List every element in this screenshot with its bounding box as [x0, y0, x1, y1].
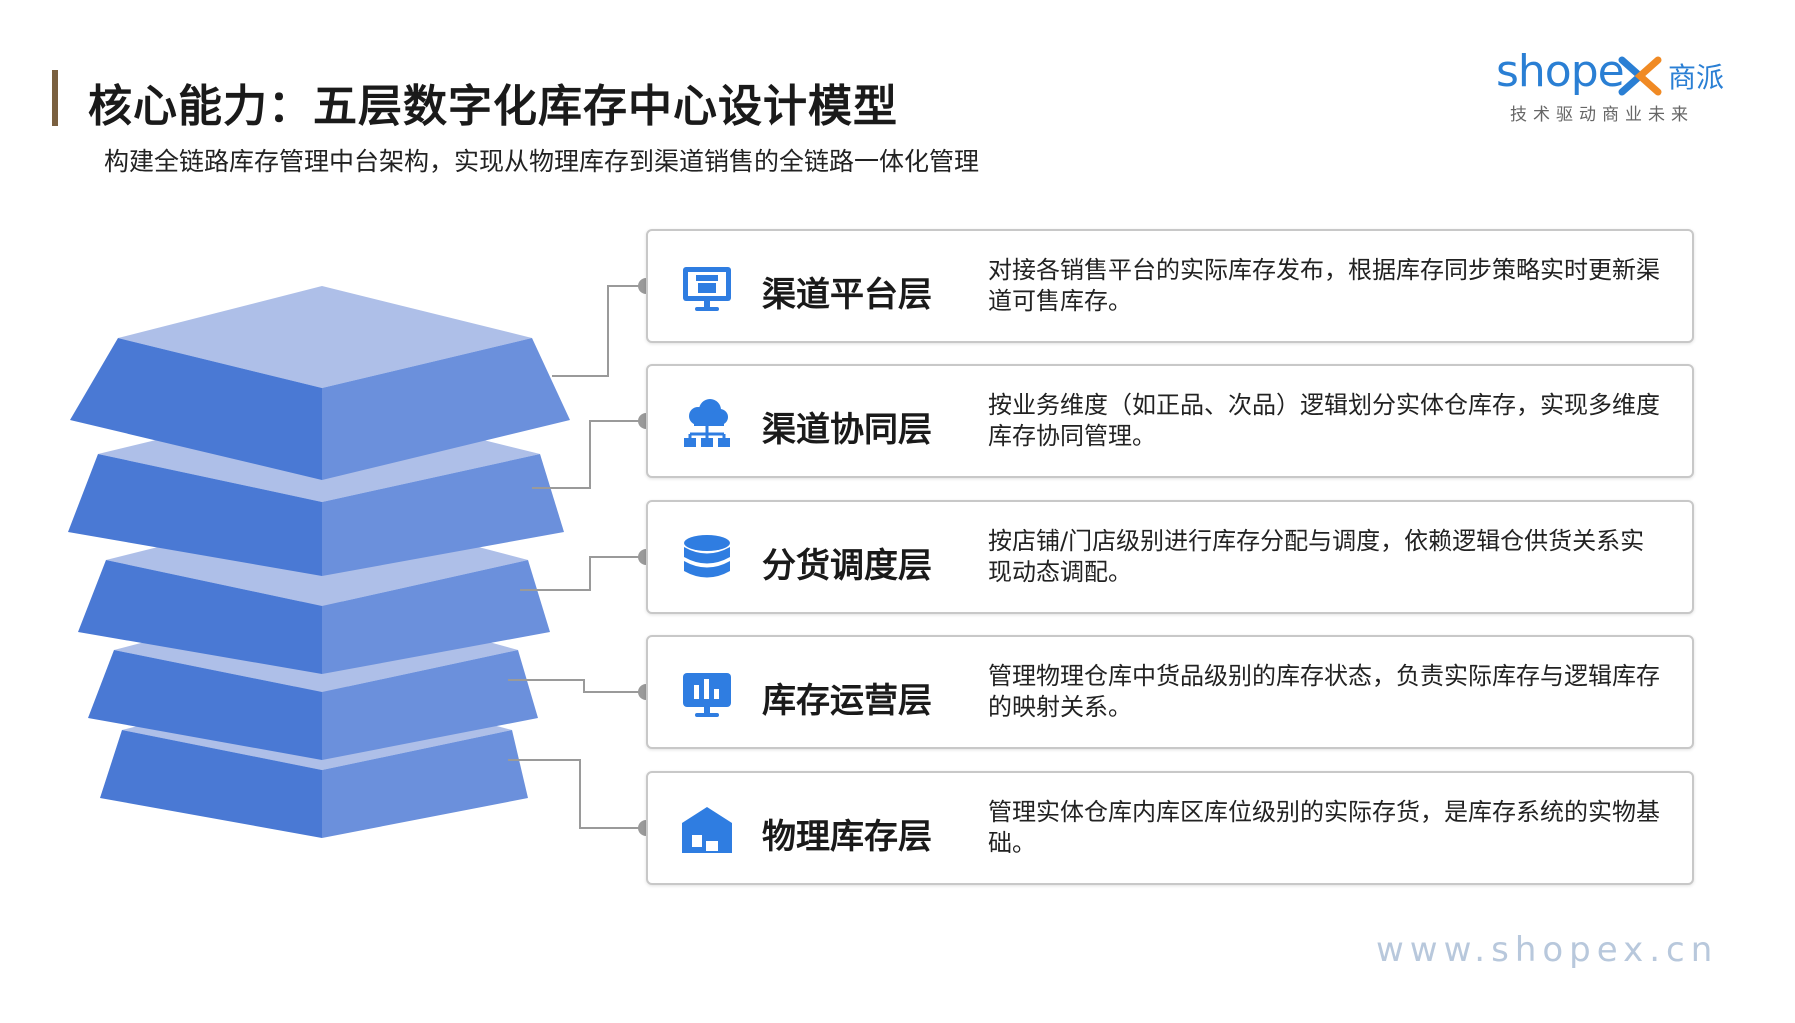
layer-description: 按业务维度（如正品、次品）逻辑划分实体仓库存，实现多维度库存协同管理。: [988, 391, 1660, 450]
cloud-network-icon: [684, 399, 730, 447]
logo-x-mark: [1618, 56, 1662, 96]
footer-url: www.shopex.cn: [1376, 930, 1719, 970]
database-icon: [684, 535, 730, 578]
layer-description: 按店铺/门店级别进行库存分配与调度，依赖逻辑仓供货关系实现动态调配。: [988, 527, 1645, 586]
layer-name: 渠道协同层: [762, 410, 932, 450]
layer-name: 库存运营层: [762, 681, 932, 721]
layer-card-channel-platform: 渠道平台层 对接各销售平台的实际库存发布，根据库存同步策略实时更新渠道可售库存。: [646, 229, 1694, 343]
layer-description: 管理物理仓库中货品级别的库存状态，负责实际库存与逻辑库存的映射关系。: [988, 662, 1660, 721]
logo-chinese: 商派: [1668, 61, 1725, 94]
logo-tagline: 技术驱动商业未来: [1510, 105, 1694, 125]
layer-name: 分货调度层: [762, 546, 932, 586]
layer-name: 物理库存层: [762, 817, 932, 857]
layer-description: 管理实体仓库内库区库位级别的实际存货，是库存系统的实物基础。: [988, 798, 1660, 857]
layer-card-inventory-operation: 库存运营层 管理物理仓库中货品级别的库存状态，负责实际库存与逻辑库存的映射关系。: [646, 635, 1694, 749]
stack-layer-1: [70, 286, 570, 480]
shopex-logo: shope 商派 技术驱动商业未来: [1496, 46, 1726, 126]
page-subtitle: 构建全链路库存管理中台架构，实现从物理库存到渠道销售的全链路一体化管理: [104, 147, 980, 176]
warehouse-icon: [682, 807, 732, 853]
monitor-store-icon: [683, 267, 731, 311]
logo-wordmark: shope: [1496, 46, 1625, 97]
bar-chart-monitor-icon: [683, 673, 731, 717]
title-accent-bar: [52, 70, 58, 126]
layer-name: 渠道平台层: [762, 275, 932, 315]
layer-card-channel-collaboration: 渠道协同层 按业务维度（如正品、次品）逻辑划分实体仓库存，实现多维度库存协同管理…: [646, 364, 1694, 478]
layer-card-distribution-scheduling: 分货调度层 按店铺/门店级别进行库存分配与调度，依赖逻辑仓供货关系实现动态调配。: [646, 500, 1694, 614]
layer-description: 对接各销售平台的实际库存发布，根据库存同步策略实时更新渠道可售库存。: [988, 256, 1660, 315]
layer-card-physical-inventory: 物理库存层 管理实体仓库内库区库位级别的实际存货，是库存系统的实物基础。: [646, 771, 1694, 885]
page-title: 核心能力：五层数字化库存中心设计模型: [88, 81, 898, 132]
layer-stack-graphic: [68, 286, 570, 838]
